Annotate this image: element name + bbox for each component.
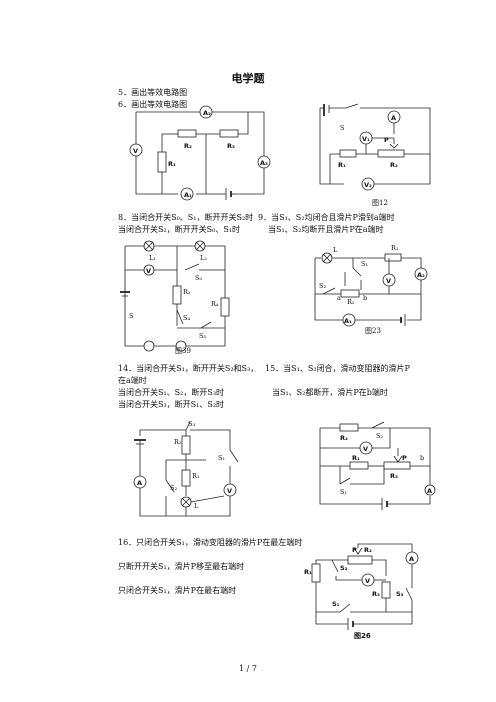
page-number: 1 / 7 [239, 664, 257, 673]
b-end-label: b [420, 454, 424, 462]
s0-label: S₀ [195, 274, 202, 282]
v-label: V [146, 267, 151, 275]
r3-label: R₃ [183, 288, 191, 296]
s1-label: S₁ [332, 600, 340, 608]
question-14-line-1: 14．当闭合开关S₁，断开开关S₂和S₃， [118, 364, 259, 373]
a1-label: A₁ [184, 191, 192, 199]
p-label: P [352, 546, 357, 554]
figure-caption: 图12 [372, 199, 388, 207]
r3-label: R₃ [390, 472, 398, 480]
question-14-line-4: 当闭合开关S₃，断开S₁、S₂时 [118, 400, 225, 409]
figure-caption: 图23 [365, 327, 381, 335]
p-label: P [402, 454, 407, 462]
question-8-line-1: 8．当闭合开关S₀、S₁，断开开关S₂时 [118, 213, 254, 222]
a2-label: A₂ [417, 271, 425, 279]
question-14-line-2: 在a端时 [118, 376, 147, 385]
s2-label: S₂ [170, 484, 177, 492]
v-label: V [386, 277, 391, 285]
question-15-line-1: 15．当S₁、S₂闭合，滑动变阻器的滑片P [265, 364, 410, 373]
circuit-figure-39: L₁ L₂ V S₀ R₃ R₄ S₄ S₅ S 图39 [120, 240, 230, 355]
circuit-figure-14: S₃ R₂ S₁ R₁ A S₂ L V [133, 420, 239, 517]
page-title: 电学题 [231, 72, 265, 85]
v-label: V [363, 445, 368, 453]
a-label: A [137, 479, 142, 487]
b-end-label: b [363, 294, 367, 302]
a-label: A [427, 487, 432, 495]
a3-label: A₃ [260, 159, 268, 167]
r2-label: R₂ [184, 142, 192, 150]
s2-label: S₂ [340, 564, 348, 572]
s-label: S [129, 312, 133, 320]
v-label: V [133, 147, 138, 155]
circuit-figure-5: A₂ R₂ R₃ V R₁ A₃ A₁ [129, 105, 271, 201]
figure-caption: 图26 [354, 631, 371, 640]
r1-label: R₁ [352, 454, 360, 462]
s1-label: S₁ [218, 454, 225, 462]
s4-label: S₄ [183, 314, 190, 322]
v2-label: V₂ [364, 181, 372, 189]
r2-label: R₂ [340, 434, 348, 442]
a2-label: A₂ [203, 109, 211, 117]
r1-label: R₁ [168, 160, 176, 168]
r1-label: R₁ [192, 472, 200, 480]
circuit-figure-12: S A V₁ P R₁ R₂ V₂ 图12 [319, 103, 431, 207]
question-6: 6．画出等效电路图 [118, 100, 188, 109]
a-end-label: a [337, 294, 341, 302]
figure-caption: 图39 [175, 347, 191, 355]
a1-label: A₁ [344, 317, 352, 325]
r3-label: R₃ [227, 142, 235, 150]
r2-label: R₂ [347, 298, 355, 306]
v-label: V [227, 487, 232, 495]
r1-label: R₁ [338, 161, 346, 169]
r2-label: R₂ [174, 438, 182, 446]
s2-label: S₂ [319, 282, 326, 290]
question-8-line-2: 当闭合开关S₂，断开开关S₀、S₁时 [118, 225, 241, 234]
s3-label: S₃ [188, 420, 195, 428]
question-16-line-2: 只断开开关S₁，滑片P移至最右端时 [118, 562, 245, 571]
r2-label: R₂ [364, 546, 372, 554]
a-label: A [409, 555, 414, 563]
r4-label: R₄ [211, 300, 219, 308]
l-label: L [333, 246, 338, 254]
question-5: 5．画出等效电路图 [118, 88, 188, 97]
s5-label: S₅ [199, 332, 206, 340]
s3-label: S₃ [396, 590, 404, 598]
s1-label: S₁ [340, 488, 347, 496]
l1-label: L₁ [149, 254, 156, 262]
s-label: S [340, 124, 344, 132]
s2-label: S₂ [376, 432, 383, 440]
question-14-line-3: 当闭合开关S₁、S₂，断开S₃时 [118, 388, 225, 397]
l2-label: L₂ [200, 254, 207, 262]
r2-label: R₂ [390, 161, 398, 169]
question-15-line-2: 当S₁、S₂都断开，滑片P在b端时 [272, 388, 388, 397]
circuit-figure-15: R₂ S₂ V R₁ P b R₃ S₁ A [319, 421, 436, 510]
s1-label: S₁ [361, 260, 368, 268]
question-9-line-2: 当S₁、S₂均断开且滑片P在a端时 [268, 225, 384, 234]
question-16-line-1: 16．只闭合开关S₁，滑动变阻器的滑片P在最左端时 [118, 538, 303, 547]
r1-label: R₁ [304, 568, 312, 576]
question-9-line-1: 9．当S₁、S₂均闭合且滑片P滑到a端时 [258, 213, 395, 222]
v-label: V [365, 577, 370, 585]
question-16-line-3: 只闭合开关S₁，滑片P在最右端时 [118, 586, 237, 595]
a-label: A [391, 114, 396, 122]
v1-label: V₁ [362, 135, 370, 143]
p-label: P [384, 136, 389, 144]
circuit-figure-23: L R₁ S₁ S₂ R₂ a b V A₂ A₁ 图23 [314, 244, 428, 335]
l-label: L [194, 502, 199, 510]
r3-label: R₃ [372, 590, 380, 598]
circuit-figure-26: P R₂ A R₁ S₂ V S₁ R₃ S₃ 图26 [304, 543, 419, 640]
r1-label: R₁ [391, 244, 399, 252]
